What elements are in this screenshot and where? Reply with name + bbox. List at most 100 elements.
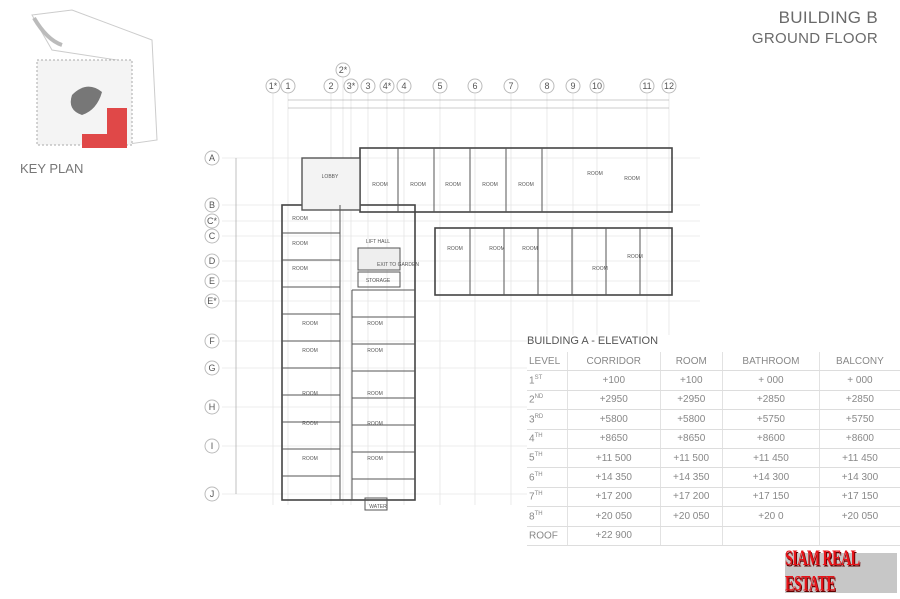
value-cell: +20 050	[818, 506, 900, 527]
watermark-logo: SIAM REAL ESTATE	[785, 547, 897, 597]
grid-bubble	[343, 78, 359, 94]
value-cell: +100	[567, 370, 661, 391]
lift-hall	[357, 247, 401, 271]
value-cell: +2850	[722, 390, 820, 411]
table-row: 6TH+14 350+14 350+14 300+14 300	[527, 467, 900, 488]
room-label: ROOM	[447, 246, 463, 252]
grid-bubble	[204, 197, 220, 213]
grid-label: 11	[642, 81, 651, 91]
grid-label: F	[209, 336, 215, 346]
grid-bubble	[204, 150, 220, 166]
grid-label: 1*	[269, 81, 278, 91]
grid-label: 3*	[347, 81, 356, 91]
header-bathroom: BATHROOM	[722, 352, 820, 372]
value-cell: +14 350	[567, 467, 661, 488]
grid-label: 8	[544, 81, 549, 91]
grid-bubble	[265, 78, 281, 94]
value-cell: +20 0	[722, 506, 820, 527]
grid-bubble	[204, 399, 220, 415]
value-cell: +8650	[659, 429, 723, 449]
grid-label: C*	[207, 216, 217, 226]
value-cell: +11 450	[818, 448, 900, 469]
header-level: LEVEL	[527, 352, 568, 372]
value-cell: +11 450	[722, 448, 820, 469]
grid-label: H	[209, 402, 216, 412]
space-label-exit: EXIT TO GARDEN	[377, 262, 419, 268]
room-label: ROOM	[367, 348, 383, 354]
table-row: 5TH+11 500+11 500+11 450+11 450	[527, 448, 900, 469]
value-cell: +17 150	[722, 487, 820, 508]
room-label: ROOM	[410, 182, 426, 188]
grid-bubble	[360, 78, 376, 94]
room-label: ROOM	[367, 321, 383, 327]
room-label: ROOM	[518, 182, 534, 188]
room-label: ROOM	[292, 266, 308, 272]
elevation-title: BUILDING A - ELEVATION	[527, 335, 659, 347]
room-label: ROOM	[482, 182, 498, 188]
value-cell: +5800	[567, 409, 661, 430]
grid-bubble	[280, 78, 296, 94]
grid-label: 1	[285, 81, 290, 91]
room-label: ROOM	[522, 246, 538, 252]
grid-label: 2*	[339, 65, 348, 75]
grid-bubble	[589, 78, 605, 94]
storage	[357, 271, 401, 288]
value-cell: +20 050	[659, 506, 723, 527]
grid-label: 9	[570, 81, 575, 91]
grid-label: B	[209, 200, 215, 210]
grid-bubble	[204, 486, 220, 502]
room-label: ROOM	[302, 321, 318, 327]
room-label: ROOM	[292, 216, 308, 222]
level-cell: 6TH	[527, 467, 568, 488]
value-cell	[722, 526, 820, 546]
room-label: ROOM	[367, 421, 383, 427]
space-label-lobby: LOBBY	[322, 174, 339, 180]
grid-bubble	[204, 438, 220, 454]
water-tank	[364, 497, 388, 511]
room-label: ROOM	[592, 266, 608, 272]
header-corridor: CORRIDOR	[567, 352, 661, 372]
building-title: BUILDING B	[778, 8, 878, 27]
room-label: ROOM	[302, 421, 318, 427]
room-label: ROOM	[302, 391, 318, 397]
grid-bubble	[539, 78, 555, 94]
level-cell: 3RD	[527, 409, 568, 430]
grid-bubble	[204, 293, 220, 309]
value-cell: +14 350	[659, 467, 723, 488]
grid-bubble	[467, 78, 483, 94]
floor-title: GROUND FLOOR	[751, 30, 878, 47]
room-label: ROOM	[627, 254, 643, 260]
room-label: ROOM	[367, 456, 383, 462]
grid-label: 5	[437, 81, 442, 91]
grid-label: A	[209, 153, 215, 163]
value-cell: +17 150	[818, 487, 900, 508]
level-cell: 2ND	[527, 390, 568, 411]
value-cell: +2850	[818, 390, 900, 411]
space-label-water: WATER	[369, 504, 387, 510]
grid-bubble	[503, 78, 519, 94]
value-cell	[818, 526, 900, 546]
middle-wing	[434, 227, 673, 296]
grid-label: 4	[401, 81, 406, 91]
room-label: ROOM	[372, 182, 388, 188]
room-label: ROOM	[624, 176, 640, 182]
value-cell: +11 500	[567, 448, 661, 469]
lobby	[301, 157, 361, 211]
value-cell	[659, 526, 723, 546]
level-cell: 7TH	[527, 487, 568, 508]
grid-bubble	[204, 360, 220, 376]
grid-bubble	[565, 78, 581, 94]
grid-bubble	[204, 228, 220, 244]
table-row: ROOF+22 900	[527, 526, 900, 546]
table-row: 7TH+17 200+17 200+17 150+17 150	[527, 487, 900, 508]
table-row: 2ND+2950+2950+2850+2850	[527, 390, 900, 411]
room-label: ROOM	[445, 182, 461, 188]
grid-bubble	[661, 78, 677, 94]
value-cell: +2950	[659, 390, 723, 411]
level-cell: 8TH	[527, 506, 568, 527]
value-cell: +17 200	[659, 487, 723, 508]
value-cell: +100	[659, 370, 723, 391]
grid-label: 12	[664, 81, 674, 91]
value-cell: + 000	[818, 370, 900, 391]
